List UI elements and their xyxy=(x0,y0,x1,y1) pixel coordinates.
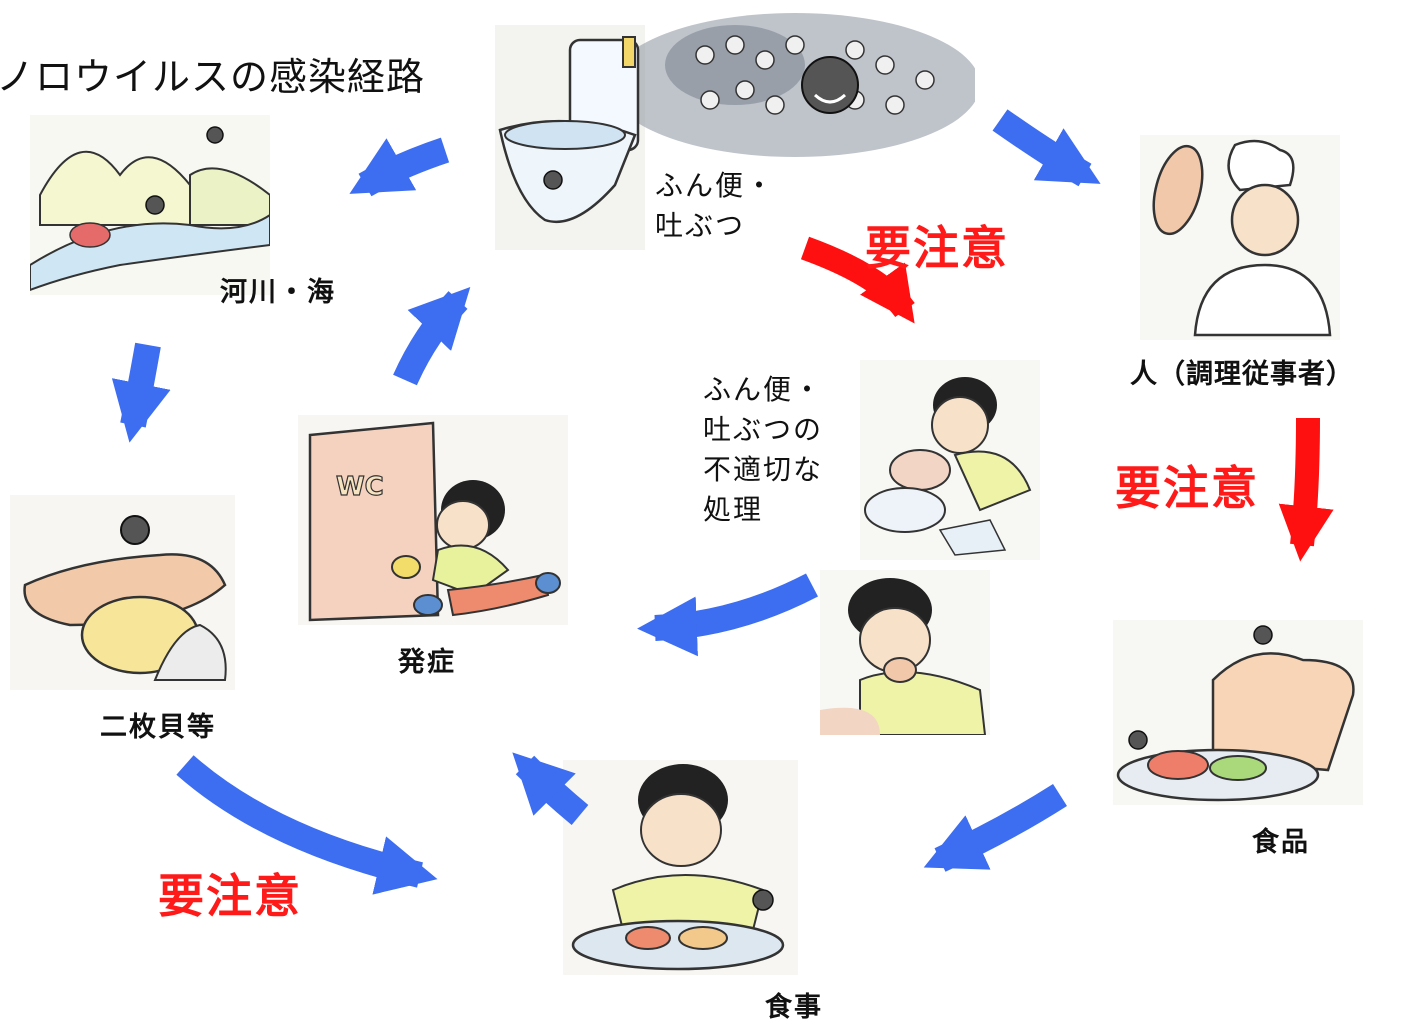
onset-wc-illustration: WC xyxy=(298,415,568,625)
label-onset: 発症 xyxy=(398,647,456,678)
arrow-food-to-meal xyxy=(923,784,1067,872)
warning-label-cook: 要注意 xyxy=(1115,461,1259,515)
sick-person-illustration xyxy=(820,570,990,735)
arrow-shellfish-to-meal xyxy=(176,755,438,895)
label-cook: 人（調理従事者） xyxy=(1130,359,1354,390)
shellfish-illustration xyxy=(10,495,235,690)
food-illustration xyxy=(1113,620,1363,805)
cook-illustration xyxy=(1140,135,1340,340)
meal-illustration xyxy=(563,760,798,975)
arrow-onset-to-feces xyxy=(393,286,471,386)
label-meal: 食事 xyxy=(765,992,823,1023)
arrow-meal-to-onset xyxy=(512,752,589,825)
arrow-river-to-shellfish xyxy=(111,342,171,443)
arrow-cook-to-food xyxy=(1278,417,1334,562)
svg-text:WC: WC xyxy=(336,472,384,502)
arrow-feces-to-cook xyxy=(992,109,1101,187)
label-river-sea: 河川・海 xyxy=(220,277,336,308)
arrow-improper-to-onset xyxy=(637,573,818,657)
label-food: 食品 xyxy=(1252,827,1310,858)
warning-label-feces: 要注意 xyxy=(865,221,1009,275)
arrow-feces-to-improper xyxy=(800,236,915,324)
toilet-virus-illustration xyxy=(495,13,975,250)
label-feces-vomit: ふん便・ 吐ぶつ xyxy=(655,169,776,242)
diagram-title: ノロウイルスの感染経路 xyxy=(0,55,426,99)
label-improper-handling: ふん便・ 吐ぶつの 不適切な 処理 xyxy=(703,373,824,526)
arrow-feces-to-river xyxy=(349,137,450,197)
warning-label-shellfish: 要注意 xyxy=(158,869,302,923)
river-sea-illustration xyxy=(30,115,270,295)
label-shellfish: 二枚貝等 xyxy=(100,712,216,743)
improper-cleanup-illustration xyxy=(860,360,1040,560)
